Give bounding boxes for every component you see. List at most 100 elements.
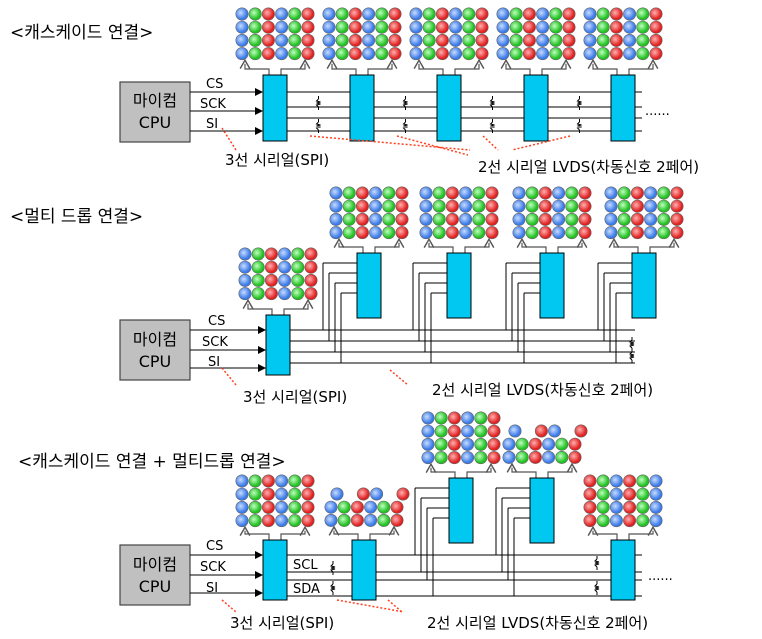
led-blue [322, 47, 336, 61]
led-green [596, 7, 610, 21]
dotted-pointer [389, 369, 409, 386]
output-arrow [239, 58, 270, 75]
led-green [565, 186, 579, 200]
led-blue [461, 411, 475, 425]
led-blue [583, 33, 597, 47]
led-blue [322, 33, 336, 47]
led-blue [235, 33, 249, 47]
dotted-pointer [221, 367, 237, 386]
led-red [264, 273, 278, 287]
led-red [395, 212, 409, 226]
led-red [649, 47, 663, 61]
cpu-label-3: 마이컴 [133, 555, 177, 574]
led-blue [604, 199, 618, 213]
led-green [251, 247, 265, 261]
dotted-pointer [396, 135, 469, 156]
led-green [335, 47, 349, 61]
led-driver-chip [529, 477, 555, 544]
led-blue [421, 451, 435, 465]
led-blue [419, 212, 433, 226]
led-green [636, 500, 650, 514]
led-blue [235, 487, 249, 501]
output-arrow [587, 58, 618, 75]
led-blue [369, 226, 383, 240]
output-arrow [466, 462, 497, 478]
led-green [288, 7, 302, 21]
led-blue [369, 186, 383, 200]
led-driver-chip [446, 252, 472, 319]
led-blue [362, 47, 376, 61]
led-blue [369, 212, 383, 226]
led-red [261, 500, 275, 514]
led-green [636, 474, 650, 488]
signal-sck: SCK [202, 335, 228, 350]
led-blue [324, 500, 338, 514]
led-green [288, 47, 302, 61]
led-blue [604, 212, 618, 226]
led-green [375, 33, 389, 47]
output-arrow [326, 58, 357, 75]
led-red [388, 47, 402, 61]
led-red [578, 226, 592, 240]
led-green [509, 20, 523, 34]
signal-sck: SCK [200, 560, 226, 575]
led-blue [649, 500, 663, 514]
led-blue [449, 20, 463, 34]
led-red [487, 424, 501, 438]
led-red [623, 487, 637, 501]
led-green [335, 33, 349, 47]
led-red [395, 226, 409, 240]
led-driver-chip [610, 539, 636, 601]
led-green [291, 247, 305, 261]
led-blue [461, 451, 475, 465]
termination-resistor [315, 121, 321, 131]
led-red [649, 7, 663, 21]
led-green [657, 212, 671, 226]
led-red [435, 47, 449, 61]
led-blue [609, 500, 623, 514]
lvds-label: 2선 시리얼 LVDS(차동신호 2페어) [427, 614, 648, 632]
led-red [538, 212, 552, 226]
led-green [248, 47, 262, 61]
led-green [422, 47, 436, 61]
led-blue [609, 487, 623, 501]
led-driver-chip [610, 74, 636, 142]
output-arrow [333, 237, 364, 253]
led-red [562, 20, 576, 34]
led-green [248, 487, 262, 501]
led-blue [421, 411, 435, 425]
led-blue [238, 247, 252, 261]
led-red [390, 513, 404, 527]
led-green [636, 47, 650, 61]
led-red [562, 7, 576, 21]
led-green [549, 7, 563, 21]
led-red [304, 273, 318, 287]
led-green [422, 7, 436, 21]
output-arrow [464, 237, 495, 253]
led-blue [459, 212, 473, 226]
led-red [261, 20, 275, 34]
led-red [609, 47, 623, 61]
led-blue [649, 487, 663, 501]
led-red [583, 500, 597, 514]
led-green [525, 212, 539, 226]
led-blue [409, 20, 423, 34]
output-arrow [425, 462, 456, 478]
led-blue [512, 199, 526, 213]
led-blue [512, 212, 526, 226]
led-red [583, 487, 597, 501]
termination-resistor [594, 558, 600, 568]
led-green [565, 226, 579, 240]
led-red [388, 20, 402, 34]
led-blue [235, 20, 249, 34]
led-green [596, 474, 610, 488]
output-arrow [242, 298, 273, 315]
led-green [434, 437, 448, 451]
led-red [304, 247, 318, 261]
led-blue [278, 260, 292, 274]
output-arrow [608, 237, 639, 253]
led-green [636, 7, 650, 21]
led-green [342, 226, 356, 240]
led-red [630, 226, 644, 240]
led-red [670, 186, 684, 200]
